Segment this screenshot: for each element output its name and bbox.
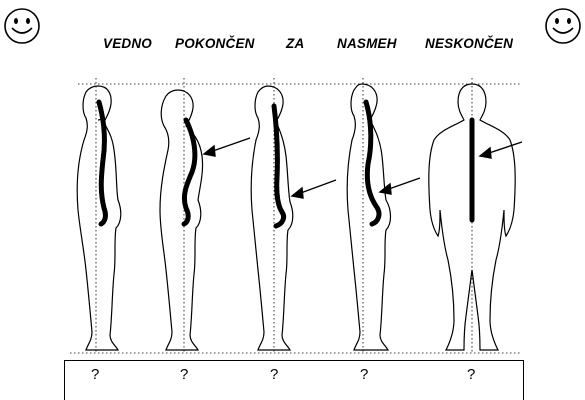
arrow-icon bbox=[380, 178, 420, 194]
figure-3 bbox=[251, 86, 293, 350]
answer-slot: ? bbox=[467, 366, 475, 383]
answer-box bbox=[64, 360, 524, 400]
figure-2 bbox=[160, 90, 203, 350]
title-word: VEDNO bbox=[103, 36, 152, 51]
spine bbox=[274, 106, 284, 226]
spine bbox=[366, 102, 379, 224]
title-word: ZA bbox=[286, 36, 304, 51]
answer-slot: ? bbox=[91, 366, 99, 383]
arrow-icon bbox=[480, 142, 522, 158]
arrow-icon bbox=[204, 138, 250, 156]
title-word: NESKONČEN bbox=[425, 36, 513, 51]
posture-figures-illustration bbox=[0, 60, 585, 360]
reference-lines bbox=[70, 78, 520, 353]
answer-slot: ? bbox=[270, 366, 278, 383]
title-word: POKONČEN bbox=[175, 36, 255, 51]
answer-slot: ? bbox=[360, 366, 368, 383]
title-word: NASMEH bbox=[337, 36, 397, 51]
spine bbox=[184, 120, 195, 224]
slogan-title: VEDNO POKONČEN ZA NASMEH NESKONČEN bbox=[0, 36, 585, 58]
spine bbox=[99, 102, 105, 224]
arrow-icon bbox=[292, 180, 336, 198]
answer-slot: ? bbox=[180, 366, 188, 383]
figure-1 bbox=[77, 86, 121, 350]
